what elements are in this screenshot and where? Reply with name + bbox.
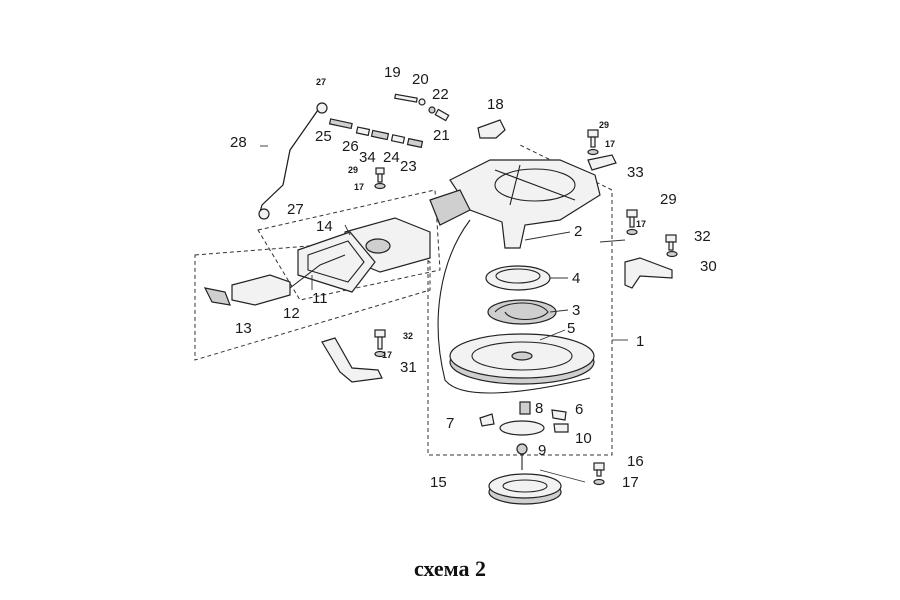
rod-28 bbox=[258, 102, 328, 220]
callout-29-top-right: 29 bbox=[599, 120, 609, 130]
callout-24: 24 bbox=[383, 149, 400, 166]
callout-8: 8 bbox=[535, 400, 543, 417]
upper-small-parts bbox=[394, 93, 506, 139]
callout-29-right: 29 bbox=[660, 191, 677, 208]
dashed-group-outlines bbox=[194, 144, 613, 456]
callout-11: 11 bbox=[312, 290, 328, 307]
lever-30 bbox=[624, 257, 673, 289]
callout-1: 1 bbox=[636, 333, 644, 350]
callout-20: 20 bbox=[412, 71, 429, 88]
callout-22: 22 bbox=[432, 86, 449, 103]
clip-33 bbox=[587, 154, 617, 171]
bolts-and-washers bbox=[374, 129, 678, 258]
callout-32-left: 32 bbox=[403, 331, 413, 341]
callout-16: 16 bbox=[627, 453, 644, 470]
callout-17-bottom: 17 bbox=[622, 474, 639, 491]
callout-30: 30 bbox=[700, 258, 717, 275]
callout-25: 25 bbox=[315, 128, 332, 145]
callout-17-lever: 17 bbox=[382, 350, 392, 360]
diagram-caption: схема 2 bbox=[413, 556, 487, 581]
callout-2: 2 bbox=[574, 223, 582, 240]
clip-27-bottom bbox=[258, 208, 270, 220]
callout-19: 19 bbox=[384, 64, 401, 81]
callout-27-bottom: 27 bbox=[287, 201, 304, 218]
callout-4: 4 bbox=[572, 270, 580, 287]
link-parts bbox=[328, 118, 424, 149]
starter-group-outline bbox=[427, 144, 613, 456]
starter-rope bbox=[437, 219, 591, 394]
guide-group-outline bbox=[257, 189, 441, 301]
callout-13: 13 bbox=[235, 320, 252, 337]
callout-18: 18 bbox=[487, 96, 504, 113]
callout-6: 6 bbox=[575, 401, 583, 418]
callout-15: 15 bbox=[430, 474, 447, 491]
leader-lines bbox=[260, 145, 628, 483]
callout-5: 5 bbox=[567, 320, 575, 337]
starter-housing-2 bbox=[429, 159, 601, 249]
callout-3: 3 bbox=[572, 302, 580, 319]
frame-11 bbox=[297, 231, 376, 293]
handle-group-outline bbox=[194, 239, 431, 361]
spring-case-4 bbox=[485, 265, 551, 291]
callout-27-top: 27 bbox=[316, 77, 326, 87]
ratchet-parts bbox=[479, 401, 569, 470]
callout-23: 23 bbox=[400, 158, 417, 175]
clip-27-top bbox=[316, 102, 328, 114]
callout-28: 28 bbox=[230, 134, 247, 151]
callout-33: 33 bbox=[627, 164, 644, 181]
callout-21: 21 bbox=[433, 127, 450, 144]
part-18 bbox=[477, 119, 506, 139]
callout-17-top-right: 17 bbox=[605, 139, 615, 149]
callout-32-right: 32 bbox=[694, 228, 711, 245]
callout-14: 14 bbox=[316, 218, 333, 235]
lever-31 bbox=[321, 329, 386, 383]
callout-26: 26 bbox=[342, 138, 359, 155]
callout-labels: 1 2 3 4 5 6 7 8 9 10 11 12 13 14 15 16 1… bbox=[230, 64, 717, 491]
callout-9: 9 bbox=[538, 442, 546, 459]
callout-7: 7 bbox=[446, 415, 454, 432]
callout-12: 12 bbox=[283, 305, 300, 322]
callout-17-left: 17 bbox=[354, 182, 364, 192]
spring-3 bbox=[487, 299, 557, 325]
callout-29-left: 29 bbox=[348, 165, 358, 175]
pulley-5 bbox=[449, 333, 595, 385]
flange-15 bbox=[488, 462, 605, 505]
callout-31: 31 bbox=[400, 359, 417, 376]
callout-17-right: 17 bbox=[636, 219, 646, 229]
handle-12 bbox=[203, 254, 346, 306]
callout-10: 10 bbox=[575, 430, 592, 447]
callout-34: 34 bbox=[359, 149, 376, 166]
